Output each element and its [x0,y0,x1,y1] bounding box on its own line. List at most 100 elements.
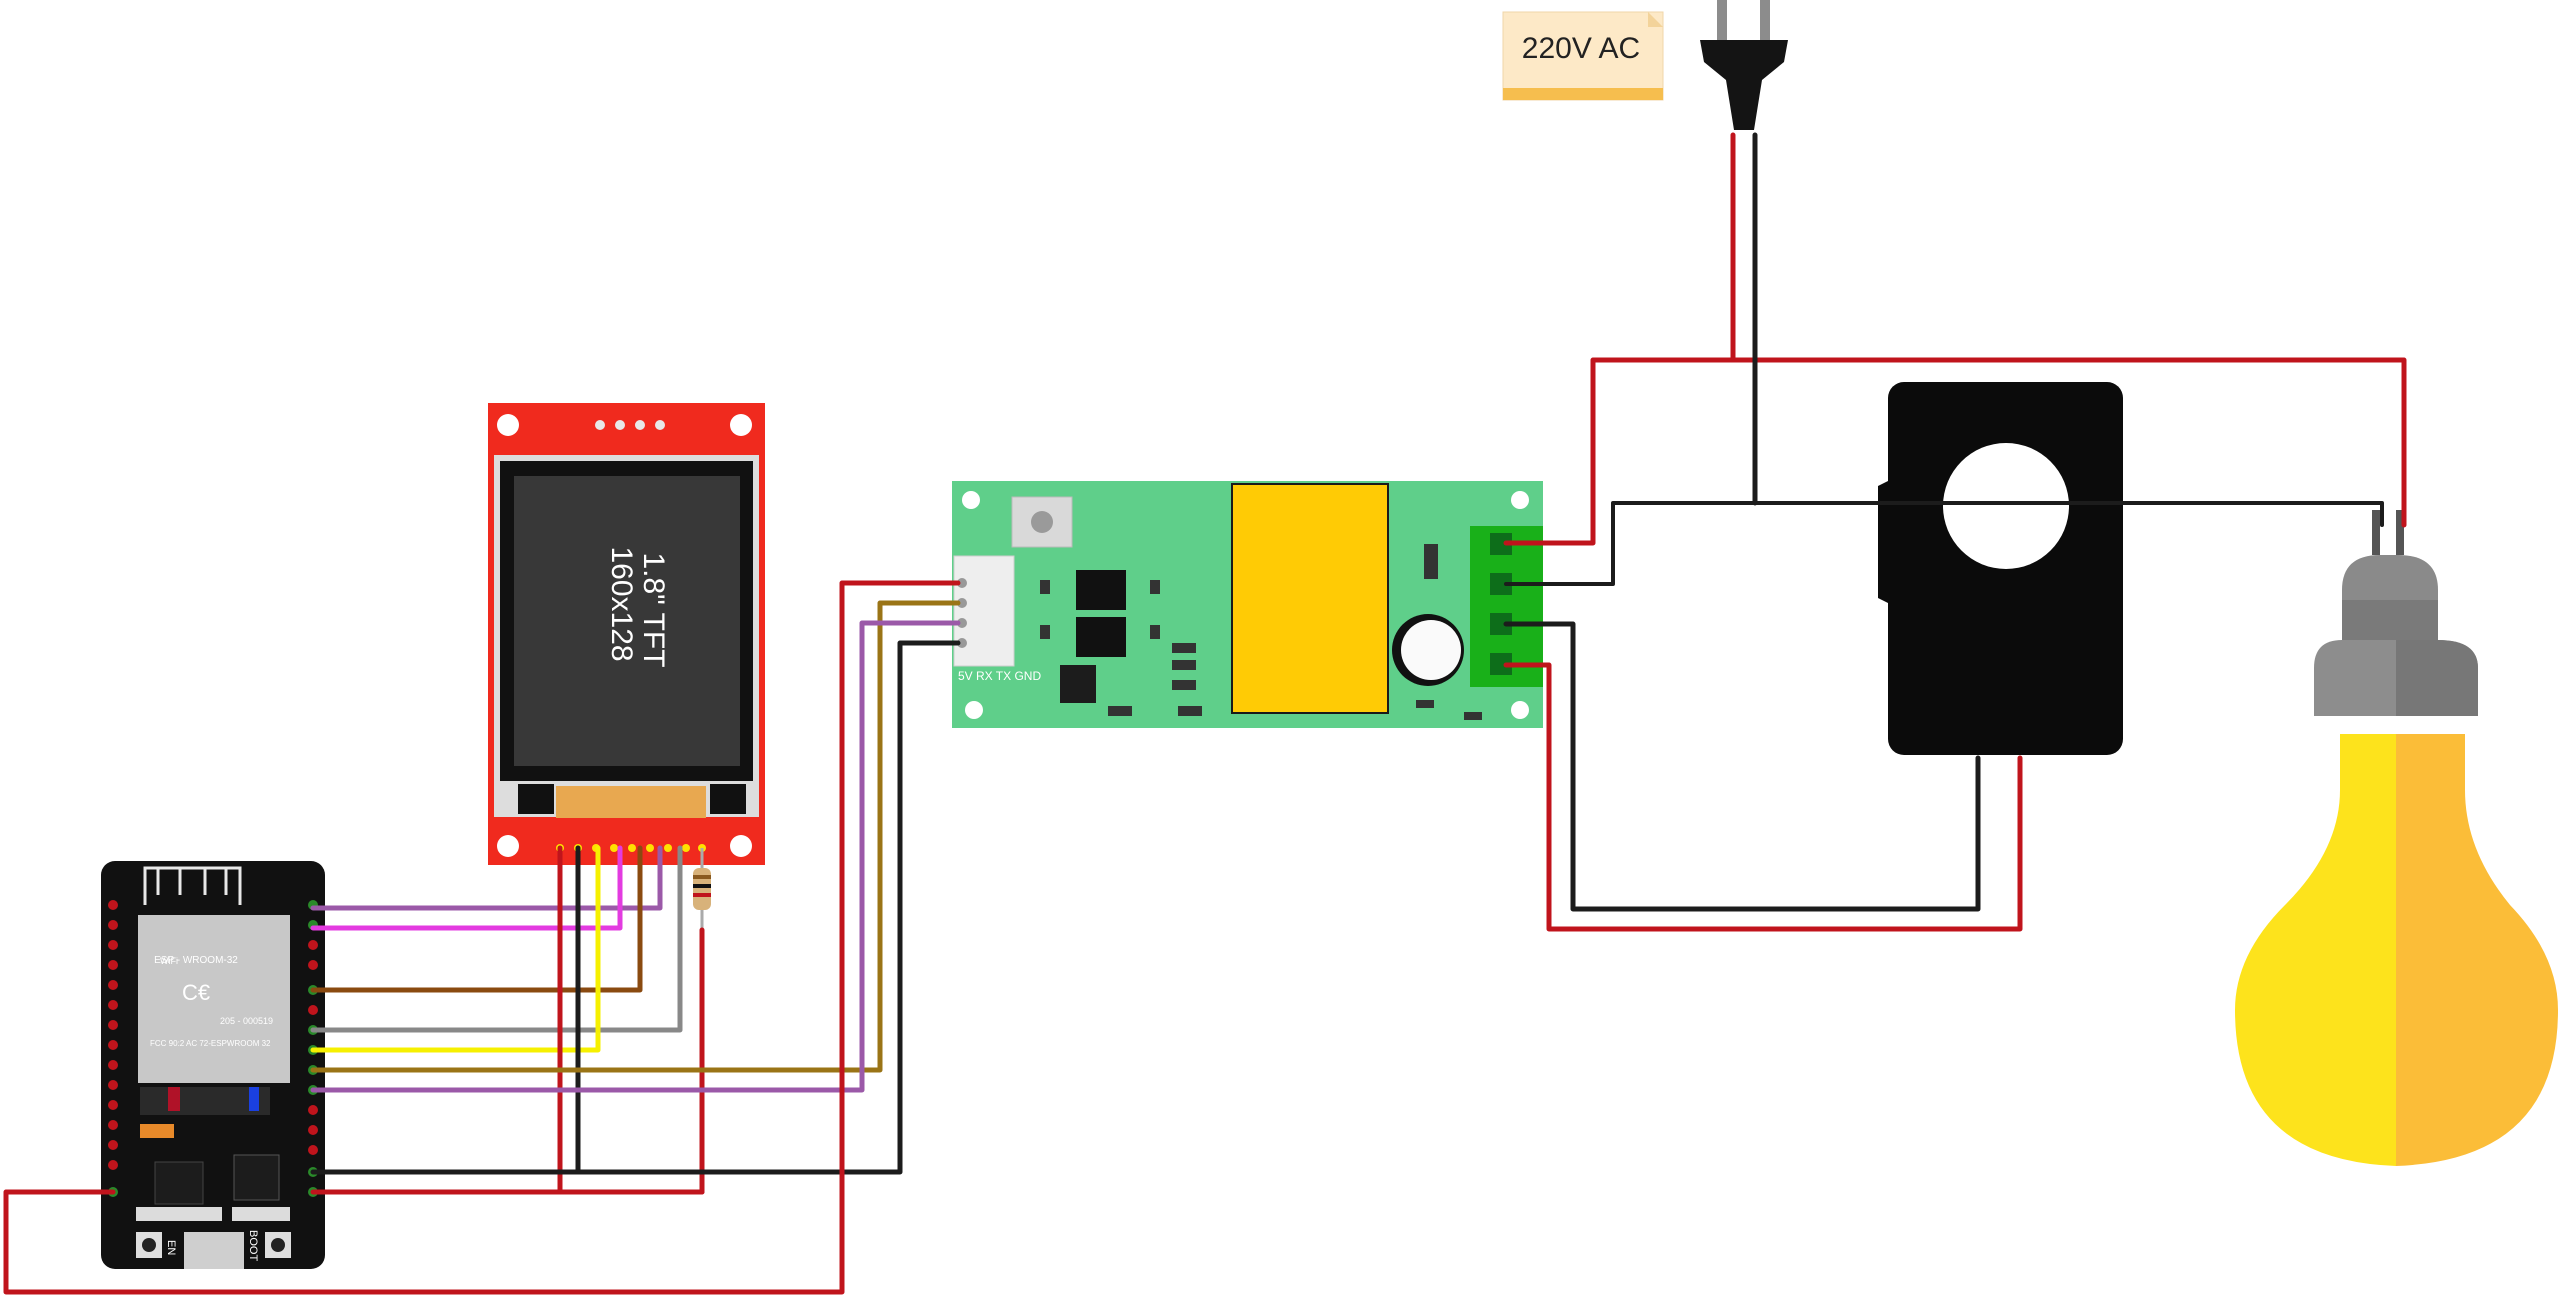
pzem-hole-br [1511,701,1529,719]
esp32-smd-row [140,1087,270,1115]
esp32-pin [108,1060,118,1070]
tft-sd-pad-3 [635,420,645,430]
tft-hole-br [730,835,752,857]
esp32-pin [108,1000,118,1010]
note-body [1502,11,1664,101]
pzem-004t-module: 5V RX TX GND [952,481,1543,728]
esp32-module-shield [138,915,290,1083]
tft-sd-pad-2 [615,420,625,430]
pzem-fuse [1424,544,1438,579]
pzem-transformer [1231,483,1389,714]
pzem-smd-11 [1464,712,1482,720]
tft-pin [664,844,672,852]
esp32-cert-number: 205 - 000519 [220,1016,273,1026]
note-fold [1648,12,1663,27]
resistor-band-1 [693,875,711,879]
pzem-pin-rx [957,598,967,608]
pzem-pin-tx [957,618,967,628]
boot-button-cap [271,1238,285,1252]
tft-screen [514,476,740,766]
tft-pin [610,844,618,852]
tft-display-module: 1.8" TFT 160x128 [488,403,765,865]
pzem-smd-6 [1172,660,1196,670]
light-bulb [2235,510,2558,1166]
pzem-pin-labels: 5V RX TX GND [958,669,1041,683]
wifi-logo-icon: WiFi [160,956,178,966]
esp32-pin [308,1005,318,1015]
ct-clip [1878,478,1894,606]
bulb-base-shade [2396,640,2478,716]
tft-hole-tr [730,414,752,436]
bulb-cap-band [2342,600,2438,640]
wire-black-pzem-gnd [310,640,961,1175]
bulb-glass-left [2235,734,2396,1166]
esp32-regulator [154,1161,204,1205]
wire-mains-red-to-bulb [1730,357,2407,528]
esp32-devkit: ESP - WROOM-32 WiFi C€ 205 - 000519 FCC … [101,861,325,1269]
pzem-smd-3 [1150,580,1160,594]
esp32-pin [108,1140,118,1150]
ce-mark-icon: C€ [182,980,210,1005]
bulb-glass-right [2396,734,2558,1166]
wire-gray-tft [310,845,683,1033]
pzem-smd-10 [1416,700,1434,708]
wire-red-pzem-5v [3,580,961,1295]
resistor-body [693,868,711,910]
pzem-hole-tl [962,491,980,509]
plug-body [1700,40,1788,130]
en-button-cap [142,1238,156,1252]
pzem-pin-gnd [957,638,967,648]
pzem-uart-connector [953,555,1015,667]
tft-sd-pad-4 [655,420,665,430]
tft-pin [682,844,690,852]
esp32-antenna [143,866,242,905]
esp32-pin [108,960,118,970]
wire-purple-tft [310,845,663,911]
pzem-smd-7 [1172,680,1196,690]
tft-label-line1: 1.8" TFT [637,552,670,667]
tft-hole-bl [497,835,519,857]
esp32-pin [308,1105,318,1115]
pzem-smd-1 [1040,580,1050,594]
esp32-pin [308,1125,318,1135]
esp32-pin-strip-left [136,1207,222,1221]
esp32-pin [108,920,118,930]
esp32-smd-orange [140,1124,174,1138]
en-label: EN [165,1240,177,1255]
terminal-3 [1490,613,1512,635]
pzem-smd-8 [1108,706,1132,716]
terminal-4 [1490,653,1512,675]
pzem-capacitor-top [1401,620,1461,680]
tft-label-line2: 160x128 [605,546,638,661]
pzem-button-cap [1031,511,1053,533]
terminal-2 [1490,573,1512,595]
ct-hole [1943,443,2069,569]
boot-label: BOOT [247,1230,259,1261]
esp32-fcc-label: FCC 90:2 AC 72-ESPWROOM 32 [150,1039,271,1048]
pzem-smd-5 [1172,643,1196,653]
esp32-module-label: ESP - WROOM-32 [154,955,238,966]
esp32-led-blue [249,1087,259,1111]
esp32-pin [108,900,118,910]
esp32-pin-strip-right [232,1207,290,1221]
wires [3,132,2407,1295]
note-text: 220V AC [1522,32,1640,65]
esp32-usb-chip [233,1154,280,1201]
wire-neutral-to-bulb [1504,501,2384,586]
note-edge [1503,88,1663,100]
tft-pin [646,844,654,852]
usb-port [184,1232,244,1269]
tft-pin [628,844,636,852]
pzem-ic [1060,665,1096,703]
esp32-pin [108,1020,118,1030]
terminal-1 [1490,533,1512,555]
esp32-pin [108,1120,118,1130]
pzem-smd-2 [1040,625,1050,639]
wire-purple-pzem-tx [310,620,961,1093]
bulb-contact-right [2396,510,2404,555]
pzem-hole-bl [965,701,983,719]
ac-plug [1700,0,1788,130]
wire-ct-red [1503,662,2023,932]
plug-prong-right [1760,0,1770,40]
